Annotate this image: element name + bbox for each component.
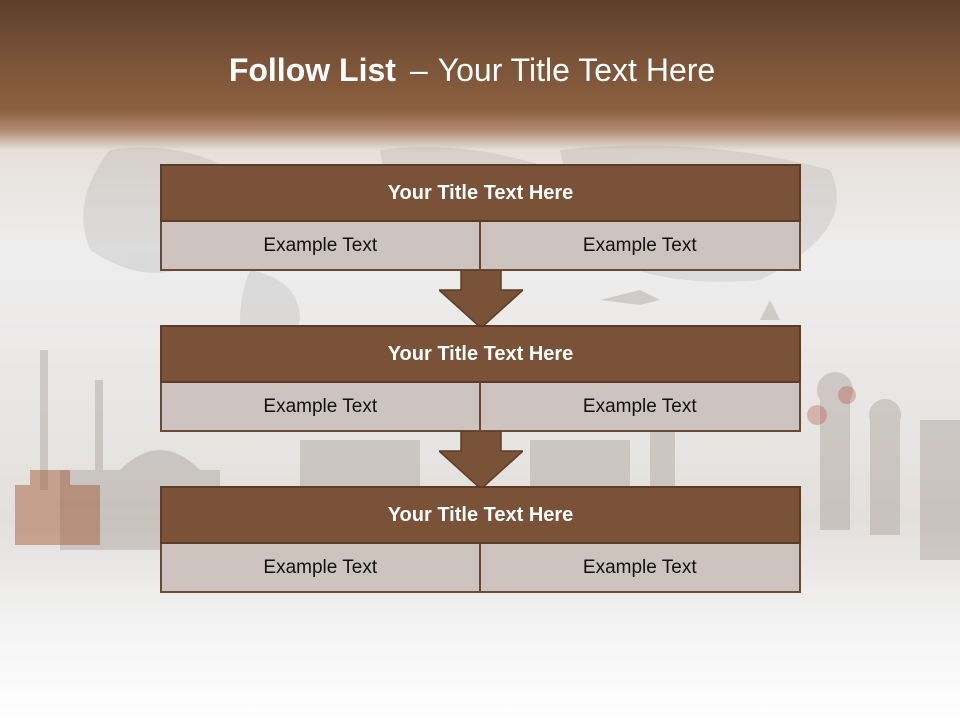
block-row: Example Text Example Text: [160, 544, 801, 593]
block-row: Example Text Example Text: [160, 383, 801, 432]
block-title: Your Title Text Here: [160, 325, 801, 383]
list-block-1: Your Title Text Here Example Text Exampl…: [160, 164, 801, 271]
block-cell-right: Example Text: [480, 383, 801, 432]
slide-title-subtitle: Your Title Text Here: [437, 52, 716, 88]
block-cell-left: Example Text: [160, 383, 481, 432]
slide-title-dash: –: [409, 52, 428, 88]
down-arrow-icon: [439, 431, 523, 491]
block-title: Your Title Text Here: [160, 486, 801, 544]
list-block-2: Your Title Text Here Example Text Exampl…: [160, 325, 801, 432]
block-title: Your Title Text Here: [160, 164, 801, 222]
block-cell-left: Example Text: [160, 544, 481, 593]
slide-title-main: Follow List: [228, 52, 396, 88]
slide-title: Follow List–Your Title Text Here: [0, 52, 944, 89]
block-cell-left: Example Text: [160, 222, 481, 271]
down-arrow-icon: [439, 270, 523, 330]
block-cell-right: Example Text: [480, 222, 801, 271]
block-cell-right: Example Text: [480, 544, 801, 593]
list-block-3: Your Title Text Here Example Text Exampl…: [160, 486, 801, 593]
block-row: Example Text Example Text: [160, 222, 801, 271]
